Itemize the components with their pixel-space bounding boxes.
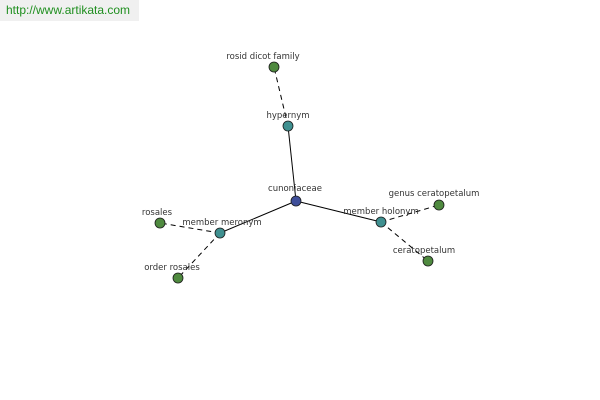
graph-edges [159,66,440,279]
node-member-holonym[interactable] [375,216,387,228]
node-label-hypernym[interactable]: hypernym [266,111,309,121]
watermark-url[interactable]: http://www.artikata.com [0,0,139,21]
edge-cunoniaceae-to-member-holonym [295,200,382,223]
edge-cunoniaceae-to-hypernym [287,125,297,202]
edge-member-holonym-to-ceratopetalum [380,221,429,262]
node-label-order-rosales[interactable]: order rosales [144,263,200,273]
node-label-cunoniaceae[interactable]: cunoniaceae [268,184,322,194]
node-hypernym[interactable] [282,120,294,132]
node-rosales[interactable] [154,217,166,229]
node-cunoniaceae[interactable] [290,195,302,207]
edge-member-meronym-to-order-rosales [177,232,221,279]
node-genus-ceratopetalum[interactable] [433,199,445,211]
node-label-member-holonym[interactable]: member holonym [343,207,418,217]
graph-nodes [154,61,445,284]
node-label-ceratopetalum[interactable]: ceratopetalum [393,246,455,256]
edge-hypernym-to-rosid-dicot-family [273,66,289,127]
node-member-meronym[interactable] [214,227,226,239]
node-rosid-dicot-family[interactable] [268,61,280,73]
node-label-genus-ceratopetalum[interactable]: genus ceratopetalum [389,189,480,199]
edge-member-holonym-to-genus-ceratopetalum [380,204,440,223]
node-order-rosales[interactable] [172,272,184,284]
node-label-rosid-dicot-family[interactable]: rosid dicot family [226,52,299,62]
graph-labels: cunoniaceae hypernym member meronym member … [142,52,480,273]
node-label-member-meronym[interactable]: member meronym [182,218,261,228]
node-ceratopetalum[interactable] [422,255,434,267]
node-label-rosales[interactable]: rosales [142,208,173,218]
edge-cunoniaceae-to-member-meronym [219,200,297,234]
edge-member-meronym-to-rosales [159,222,221,234]
